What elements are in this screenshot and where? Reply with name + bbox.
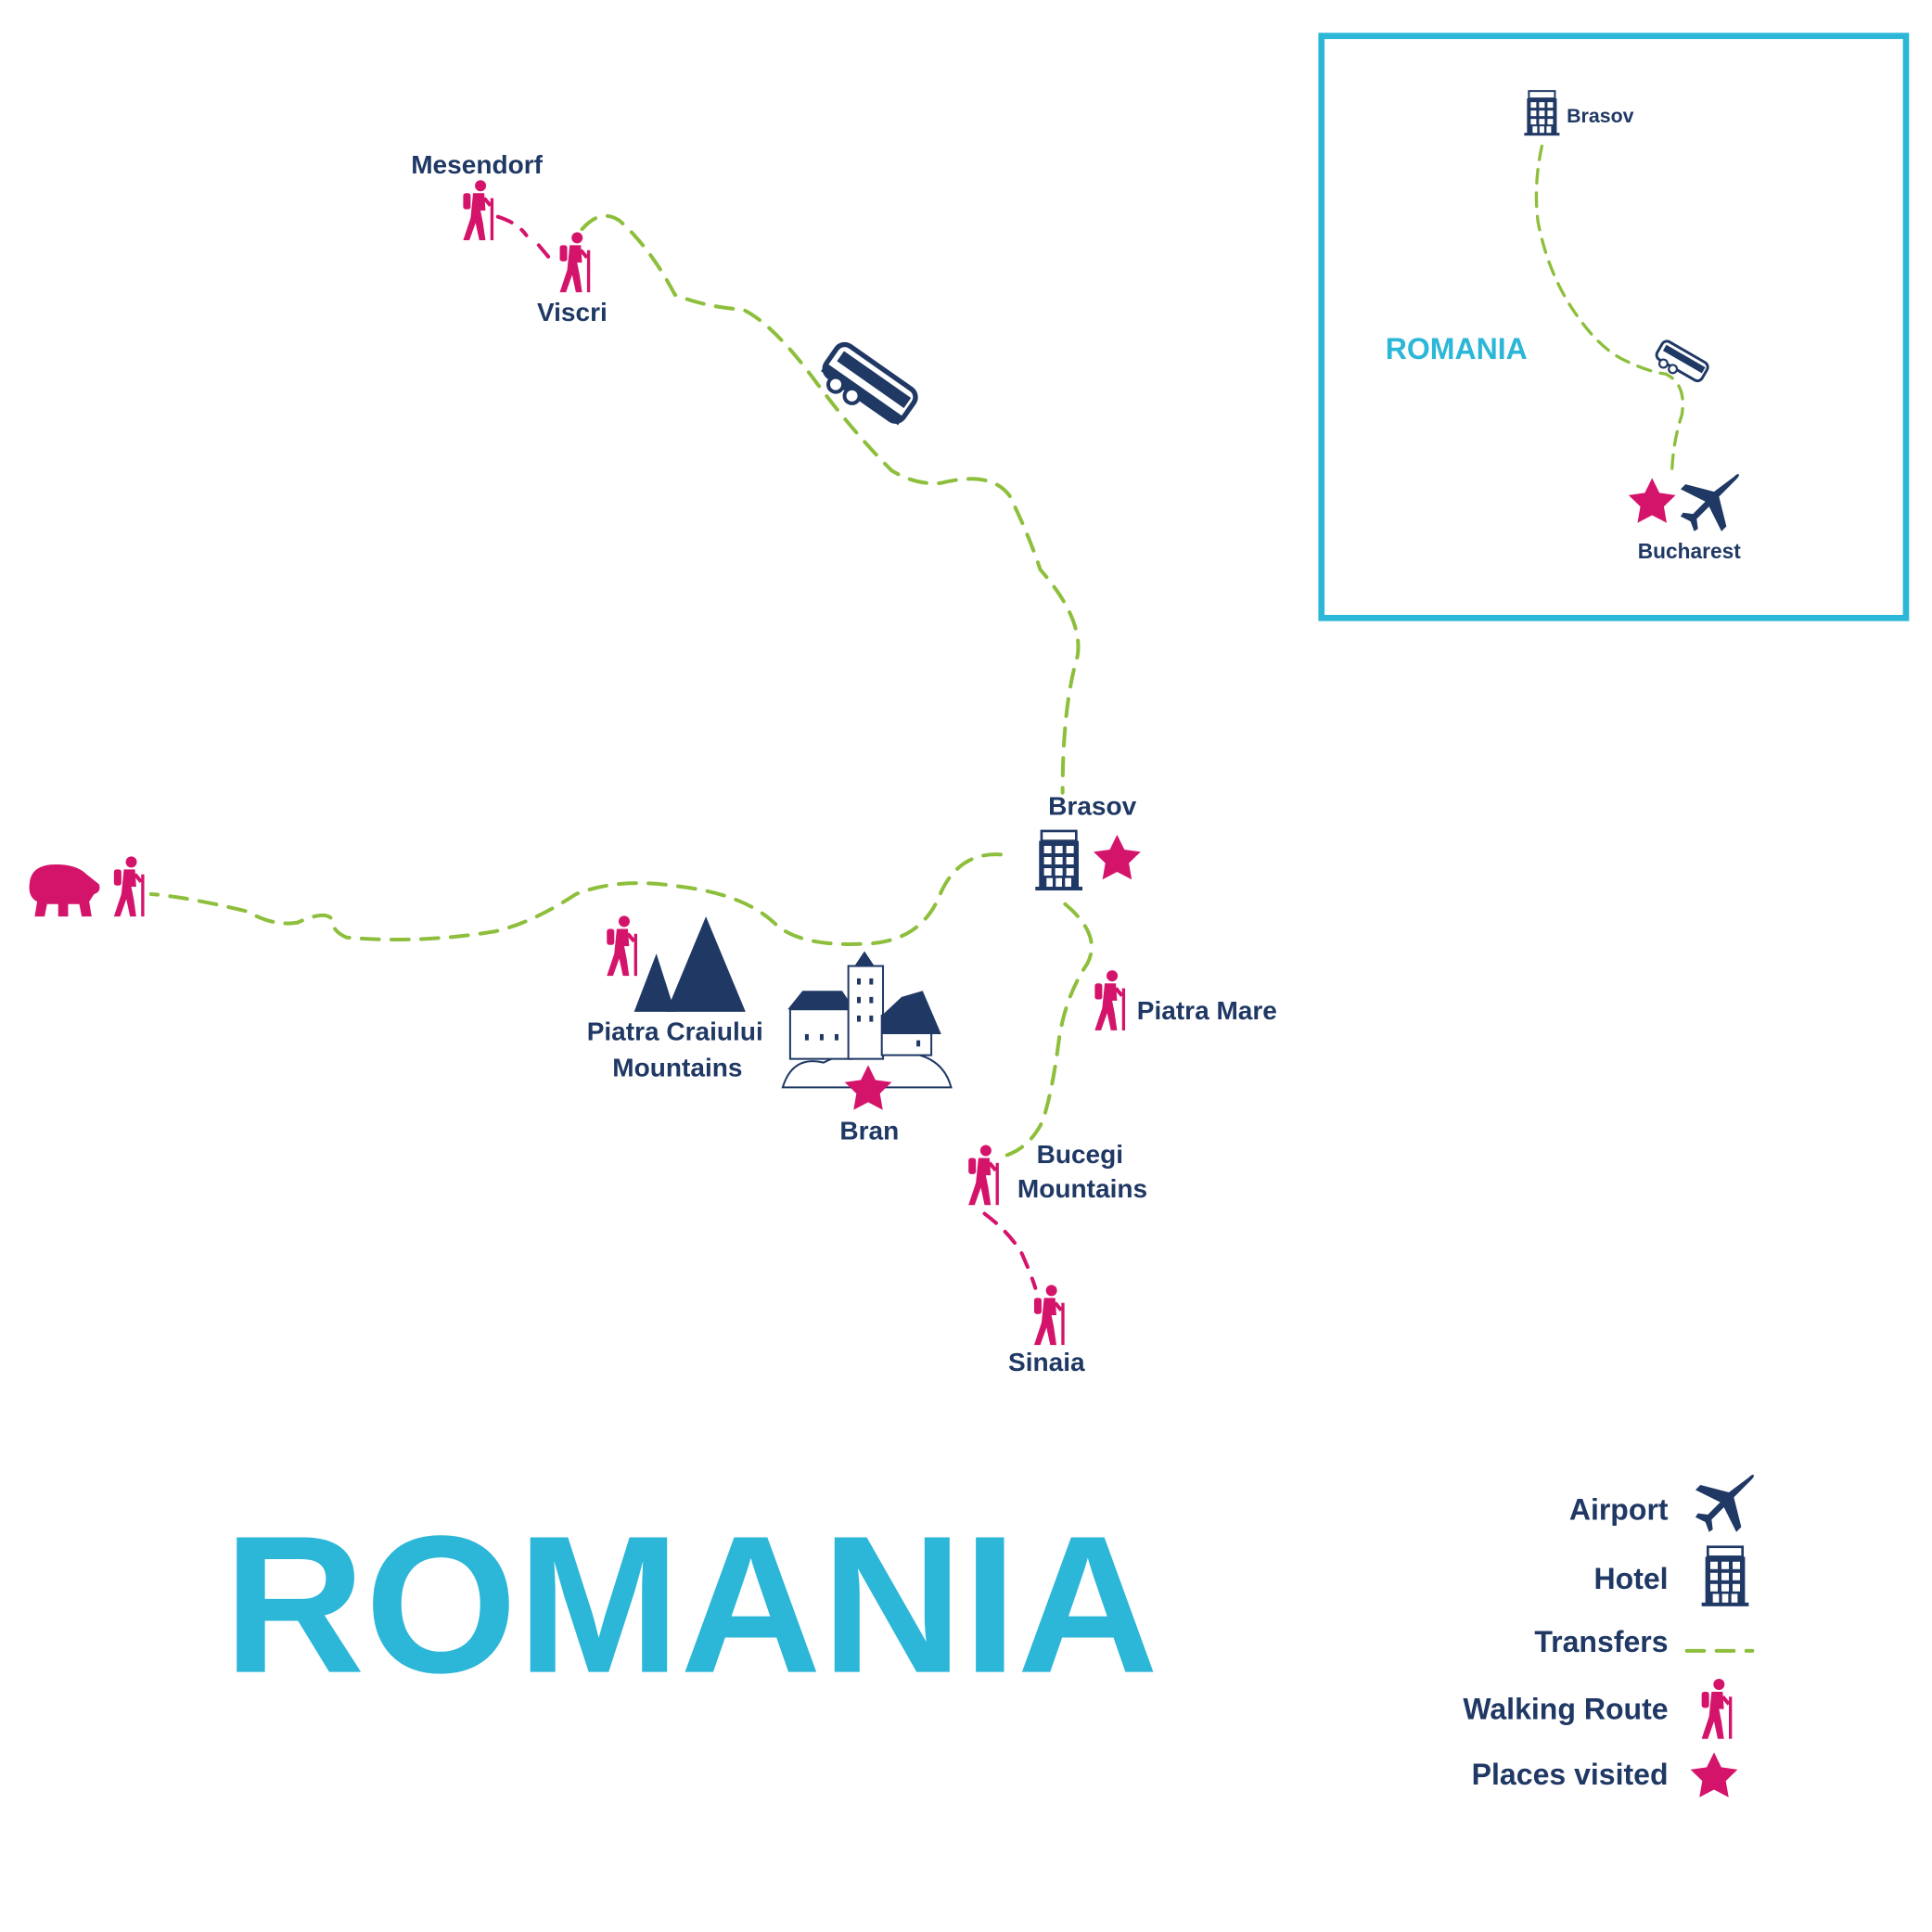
place-label-bucegi-2: Mountains xyxy=(1017,1174,1147,1203)
plane-icon xyxy=(1695,1475,1754,1532)
legend-label-airport: Airport xyxy=(1569,1492,1669,1526)
place-label-bucegi: Bucegi xyxy=(1037,1140,1123,1169)
map-title: ROMANIA xyxy=(224,1495,1158,1714)
place-label-viscri: Viscri xyxy=(537,298,608,326)
inset-map: Brasov ROMANIA Bucharest xyxy=(1318,32,1910,621)
bran-castle-icon xyxy=(781,951,953,1089)
legend-label-places-visited: Places visited xyxy=(1472,1758,1669,1791)
star-icon xyxy=(1094,834,1141,880)
place-label-bran: Bran xyxy=(839,1116,899,1145)
mountains-icon xyxy=(633,916,746,1012)
bus-icon xyxy=(821,341,918,426)
hiker-icon xyxy=(607,915,637,976)
inset-label-bucharest: Bucharest xyxy=(1638,539,1741,563)
hiker-icon xyxy=(1034,1285,1065,1345)
hiker-icon xyxy=(114,856,145,916)
hotel-icon xyxy=(1523,90,1561,137)
legend-label-transfers: Transfers xyxy=(1534,1625,1668,1658)
legend: Airport Hotel Transfers Walking Route Pl… xyxy=(1463,1475,1755,1798)
hiker-icon xyxy=(968,1145,999,1205)
inset-country-label: ROMANIA xyxy=(1386,332,1528,365)
place-label-piatra-craiului-2: Mountains xyxy=(612,1053,742,1081)
hiker-icon xyxy=(463,180,493,240)
transfer-route-brasov-west xyxy=(148,852,1003,946)
place-label-piatra-craiului: Piatra Craiului xyxy=(587,1017,763,1046)
bus-icon xyxy=(1655,339,1709,383)
transfer-route-viscri-brasov xyxy=(580,213,1081,795)
hiker-icon xyxy=(560,232,591,292)
legend-label-walking-route: Walking Route xyxy=(1463,1692,1668,1725)
place-label-sinaia: Sinaia xyxy=(1008,1348,1085,1376)
transfer-route-brasov-bucegi xyxy=(994,902,1094,1160)
walking-route-mesendorf-viscri xyxy=(495,214,554,262)
legend-label-hotel: Hotel xyxy=(1594,1562,1669,1595)
place-label-mesendorf: Mesendorf xyxy=(411,150,543,179)
place-label-brasov: Brasov xyxy=(1048,792,1136,821)
inset-label-brasov: Brasov xyxy=(1567,105,1634,127)
hotel-icon xyxy=(1033,829,1084,892)
hiker-icon xyxy=(1702,1679,1733,1739)
hiker-icon xyxy=(1094,970,1125,1030)
bear-icon xyxy=(29,864,100,917)
star-icon xyxy=(1690,1752,1738,1798)
place-label-piatra-mare: Piatra Mare xyxy=(1137,996,1277,1025)
hotel-icon xyxy=(1700,1545,1750,1608)
walking-route-bucegi-sinaia xyxy=(982,1211,1038,1290)
